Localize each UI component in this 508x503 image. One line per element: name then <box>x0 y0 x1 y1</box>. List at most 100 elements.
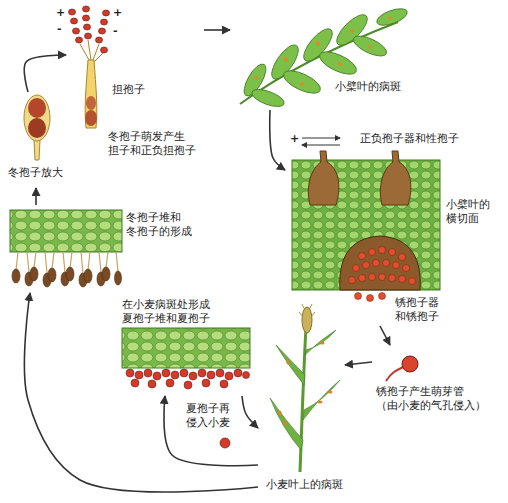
barberry-section-illustration <box>379 274 386 281</box>
stage-caption: 锈孢子产生萌芽管 （由小麦的气孔侵入） <box>376 385 492 413</box>
teliospore-detail-illustration <box>28 118 46 138</box>
mating-sign: + <box>290 132 299 146</box>
barberry-section-illustration <box>367 295 374 302</box>
barberry-section-illustration <box>399 254 406 261</box>
mating-sign: + <box>113 6 122 20</box>
uredinia-section-illustration <box>220 380 228 388</box>
barberry-leaf-illustration <box>375 5 410 28</box>
teliospore-detail-illustration <box>24 95 50 160</box>
uredinia-section-illustration <box>126 369 250 389</box>
uredinia-section-illustration <box>207 371 215 379</box>
basidium-illustration <box>80 40 104 128</box>
basidiospore-cluster <box>83 15 90 21</box>
barberry-leaf-illustration <box>284 58 288 62</box>
telia-section-illustration <box>10 210 122 252</box>
wheat-plant-illustration <box>302 307 312 333</box>
barberry-section-illustration <box>403 265 410 272</box>
stage-caption: 担孢子 <box>112 83 145 97</box>
barberry-leaf-illustration <box>254 16 392 86</box>
wheat-plant-illustration <box>300 328 306 472</box>
cycle-arrow <box>270 110 285 170</box>
stage-caption: 锈孢子器 和锈孢子 <box>395 296 445 324</box>
wheat-plant-illustration <box>278 341 332 425</box>
telia-section-illustration <box>12 269 20 283</box>
wheat-plant-illustration <box>270 304 340 472</box>
teliospore-detail-illustration <box>28 98 46 118</box>
aeciospore-germination-stage: 锈孢子产生萌芽管 （由小麦的气孔侵入） <box>372 345 497 420</box>
barberry-section-illustration <box>340 236 420 290</box>
uredinia-section-illustration <box>180 369 188 377</box>
barberry-section-illustration <box>353 265 360 272</box>
telia-section-illustration <box>48 268 56 282</box>
uredinia-section-illustration <box>202 379 210 387</box>
barberry-leaf-illustration <box>254 76 258 80</box>
barberry-leaf-illustration <box>316 47 359 78</box>
barberry-section-illustration <box>363 262 370 269</box>
barberry-leaf-illustration <box>338 62 342 66</box>
uredinia-section-illustration <box>225 372 233 380</box>
barberry-section-illustration <box>355 293 362 300</box>
barberry-leaf-illustration <box>300 82 304 86</box>
barberry-leaf-illustration <box>280 66 323 97</box>
urediniospore-illustration <box>220 438 230 448</box>
aeciospore-germination-illustration <box>402 356 418 372</box>
barberry-section-illustration <box>389 249 396 256</box>
basidium-illustration <box>86 96 96 110</box>
telia-section-illustration <box>10 210 122 287</box>
barberry-leaf-illustration <box>388 16 392 20</box>
barberry-section-illustration <box>373 260 380 267</box>
barberry-section-illustration <box>359 275 366 282</box>
barberry-section-illustration <box>349 247 416 302</box>
uredinia-section-illustration <box>144 369 152 377</box>
cycle-arrow <box>35 188 37 205</box>
wheat-plant-illustration <box>328 390 333 393</box>
barberry-section-stage: 正负孢子器和性孢子小檗叶的 横切面锈孢子器 和锈孢子 <box>285 128 503 326</box>
barberry-section-illustration <box>399 276 406 283</box>
uredinia-section-illustration <box>198 369 206 377</box>
barberry-section-illustration <box>379 247 386 254</box>
uredinia-section-illustration <box>135 371 143 379</box>
basidiospore-cluster <box>69 9 76 15</box>
barberry-section-illustration <box>292 138 440 302</box>
telia-section-illustration <box>12 267 122 287</box>
aeciospore-germination-illustration <box>386 367 403 381</box>
basidiospore-cluster <box>73 28 80 34</box>
uredinia-section-illustration <box>171 371 179 379</box>
telia-section-illustration <box>84 269 92 283</box>
barberry-section-illustration <box>359 253 366 260</box>
cycle-arrow <box>24 293 258 492</box>
stage-caption: 冬孢子堆和 冬孢子的形成 <box>126 211 198 239</box>
barberry-section-illustration <box>369 249 376 256</box>
barberry-section-illustration <box>409 278 416 285</box>
barberry-leaf-illustration <box>240 5 409 110</box>
barberry-section-illustration <box>393 262 400 269</box>
telia-stage: 冬孢子堆和 冬孢子的形成 <box>5 205 205 293</box>
wheat-plant-illustration <box>286 360 289 365</box>
uredinia-section-illustration <box>216 369 224 377</box>
stage-caption: 小麦叶上的病斑 <box>266 478 343 492</box>
stage-caption: 冬孢子萌发产生 担子和正负担孢子 <box>108 130 202 158</box>
barberry-section-illustration <box>369 274 376 281</box>
cycle-arrow <box>24 55 66 92</box>
barberry-leaf-illustration <box>351 32 390 60</box>
cycle-arrow <box>345 362 372 365</box>
edge-label: 夏孢子再 侵入小麦 <box>186 402 236 430</box>
aeciospore-germination-illustration <box>386 356 418 381</box>
mating-sign: - <box>57 22 62 36</box>
wheat-plant-illustration <box>270 398 303 450</box>
basidiospore-cluster <box>84 24 91 30</box>
basidiospore-cluster <box>71 18 78 24</box>
barberry-leaf-illustration <box>250 86 286 110</box>
basidiospore-cluster <box>103 10 110 16</box>
telia-section-illustration <box>102 267 110 281</box>
barberry-section-illustration <box>302 137 340 138</box>
barberry-section-illustration <box>380 151 410 205</box>
wheat-plant-illustration <box>283 421 286 426</box>
teliospore-detail-stage: 冬孢子放大 <box>8 92 65 188</box>
uredinia-section-illustration <box>153 372 161 380</box>
stage-caption: 冬孢子放大 <box>8 166 63 180</box>
basidiospore-cluster <box>101 19 108 25</box>
basidiospore-cluster <box>101 47 108 53</box>
